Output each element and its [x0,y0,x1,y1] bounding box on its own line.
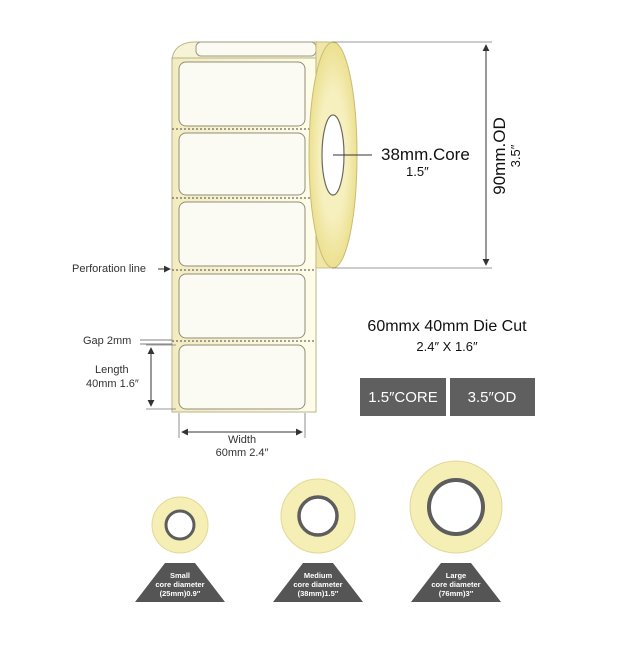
core-large-line3: (76mm)3″ [439,589,474,598]
core-small-line2: core diameter [155,580,204,589]
length-label: Length [95,364,129,376]
perforation-label: Perforation line [72,263,146,275]
badge-core [360,378,446,416]
gap-label: Gap 2mm [83,335,131,347]
core-large-line1: Large [446,571,466,580]
spec-title: 60mmx 40mm Die Cut [367,318,527,335]
label-3 [178,201,306,267]
core-tag-large [411,563,501,602]
core-medium-line2: core diameter [293,580,342,589]
label-1 [178,61,306,127]
core-option-large: Large core diameter (76mm)3″ [409,460,503,602]
badge-core-label: 1.5″CORE [368,389,438,406]
length-dimension: Length 40mm 1.6″ [86,344,176,410]
core-hole-large [427,478,485,536]
width-dimension: Width 60mm 2.4″ [178,413,306,459]
perforation-callout: Perforation line [72,263,171,275]
od-label-inch: 3.5″ [508,144,523,167]
badges: 1.5″CORE 3.5″OD [360,378,535,416]
spec-subtitle: 2.4″ X 1.6″ [416,339,478,354]
core-tag-small [135,563,225,602]
core-label-inch: 1.5″ [406,164,429,179]
label-2 [178,132,306,196]
spec-block: 60mmx 40mm Die Cut 2.4″ X 1.6″ [367,318,527,354]
length-value: 40mm 1.6″ [86,378,139,390]
label-4 [178,273,306,339]
od-dimension: 90mm.OD 3.5″ [332,41,523,269]
core-large-line2: core diameter [431,580,480,589]
core-option-small: Small core diameter (25mm)0.9″ [135,496,225,602]
core-medium-line1: Medium [304,571,333,580]
core-hole-small [164,509,196,541]
label-5 [178,344,306,410]
core-label: 38mm.Core [381,145,470,164]
core-tag-medium [273,563,363,602]
core-dimension: 38mm.Core 1.5″ [333,145,470,179]
core-medium-line3: (38mm)1.5″ [298,589,339,598]
width-value: 60mm 2.4″ [216,447,269,459]
od-label: 90mm.OD [490,117,509,194]
width-label: Width [228,434,256,446]
label-on-roll [195,41,317,57]
badge-od [450,378,535,416]
gap-callout: Gap 2mm [83,335,172,347]
core-small-line3: (25mm)0.9″ [160,589,201,598]
badge-od-label: 3.5″OD [468,389,517,406]
label-strip [171,41,329,413]
core-hole-medium [297,495,339,537]
core-small-line1: Small [170,571,190,580]
core-option-medium: Medium core diameter (38mm)1.5″ [273,478,363,602]
